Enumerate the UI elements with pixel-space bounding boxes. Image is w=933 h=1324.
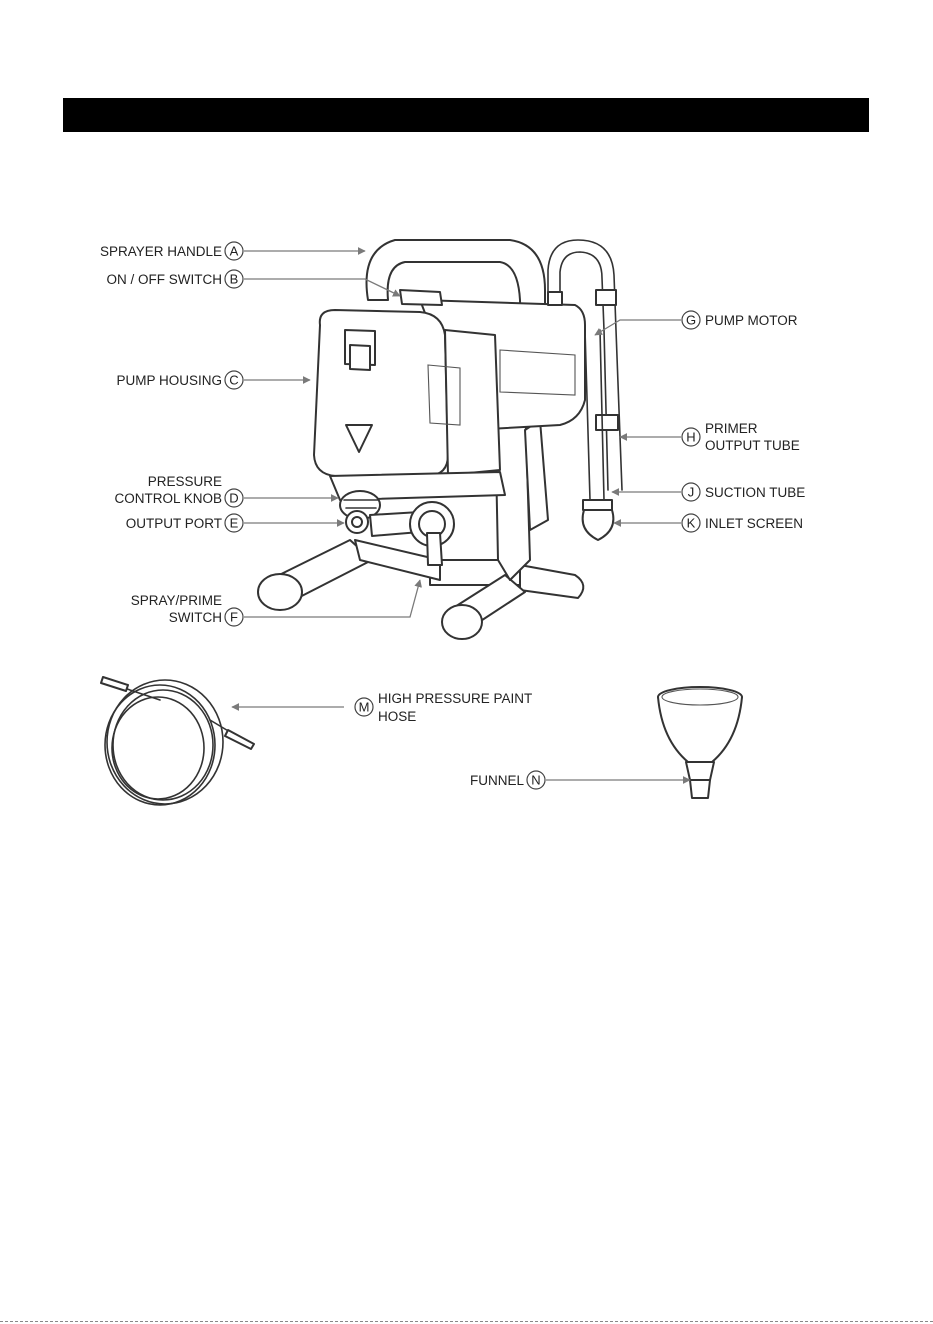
callout-h: H PRIMER OUTPUT TUBE (682, 421, 800, 453)
callout-label-d-line-1: PRESSURE (148, 474, 222, 489)
callout-label-h-line-1: PRIMER (705, 421, 758, 436)
callout-n: N FUNNEL (470, 771, 545, 789)
callout-letter-c: C (229, 373, 238, 388)
funnel-illustration (658, 687, 742, 798)
hose-illustration (101, 677, 254, 805)
callout-letter-f: F (230, 610, 238, 625)
callout-label-g-line-1: PUMP MOTOR (705, 313, 798, 328)
callout-letter-d: D (229, 491, 238, 506)
callout-a: A SPRAYER HANDLE (100, 242, 243, 260)
callout-letter-m: M (359, 700, 370, 715)
callout-letter-g: G (686, 313, 696, 328)
callout-label-a-line-1: SPRAYER HANDLE (100, 244, 222, 259)
callout-d: D PRESSURE CONTROL KNOB (114, 474, 243, 507)
callout-letter-e: E (230, 516, 239, 531)
callout-letter-n: N (531, 773, 540, 788)
callout-label-f-line-1: SPRAY/PRIME (131, 593, 222, 608)
callout-m: M HIGH PRESSURE PAINT HOSE (355, 691, 532, 724)
callout-label-m-line-1: HIGH PRESSURE PAINT (378, 691, 532, 706)
callout-b: B ON / OFF SWITCH (107, 270, 244, 288)
callout-label-k-line-1: INLET SCREEN (705, 516, 803, 531)
callout-letter-j: J (688, 485, 695, 500)
callout-k: K INLET SCREEN (682, 514, 803, 532)
callout-label-f-line-2: SWITCH (169, 610, 222, 625)
callout-label-n-line-1: FUNNEL (470, 773, 524, 788)
callout-label-d-line-2: CONTROL KNOB (114, 491, 222, 506)
callout-letter-h: H (686, 430, 695, 445)
callout-label-h-line-2: OUTPUT TUBE (705, 438, 800, 453)
callout-c: C PUMP HOUSING (116, 371, 243, 389)
callout-label-c-line-1: PUMP HOUSING (116, 373, 222, 388)
callout-label-b-line-1: ON / OFF SWITCH (107, 272, 223, 287)
callout-label-m-line-2: HOSE (378, 709, 416, 724)
callout-letter-k: K (687, 516, 696, 531)
callout-g: G PUMP MOTOR (682, 311, 798, 329)
callout-letter-a: A (230, 244, 239, 259)
callout-e: E OUTPUT PORT (126, 514, 243, 532)
callout-letter-b: B (230, 272, 239, 287)
sprayer-illustration (258, 240, 622, 639)
page-bottom-rule (0, 1321, 933, 1322)
callout-j: J SUCTION TUBE (682, 483, 805, 501)
callout-label-j-line-1: SUCTION TUBE (705, 485, 805, 500)
callout-label-e-line-1: OUTPUT PORT (126, 516, 222, 531)
callout-f: F SPRAY/PRIME SWITCH (131, 593, 243, 626)
